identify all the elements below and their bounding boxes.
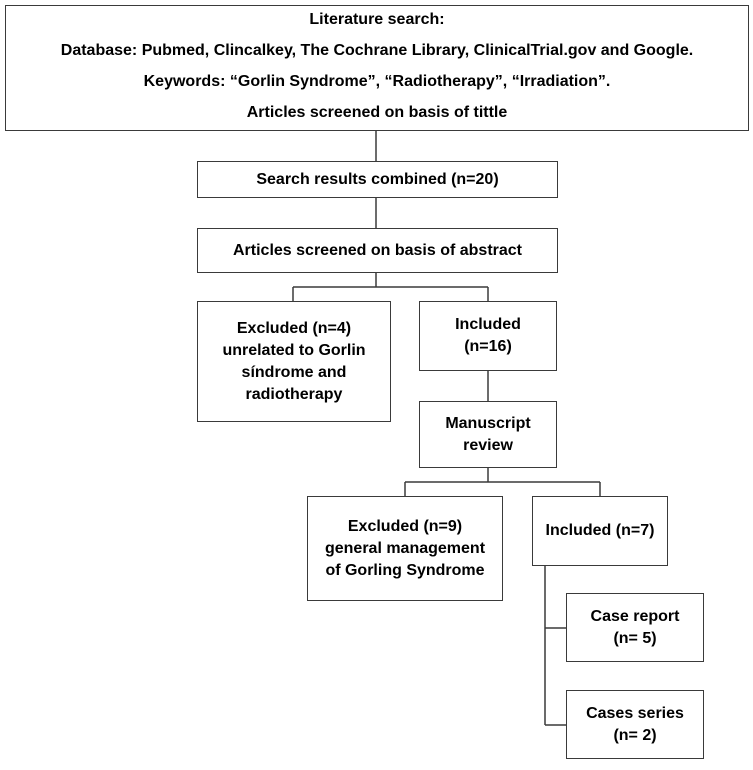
cases-series-count: (n= 2) [613,726,657,744]
case-report-box: Case report (n= 5) [566,593,704,662]
title-screening: Articles screened on basis of tittle [246,104,508,121]
case-report-count: (n= 5) [613,629,657,647]
search-results-combined-box: Search results combined (n=20) [197,161,558,198]
literature-search-box: Literature search: Database: Pubmed, Cli… [5,5,749,131]
manuscript-review-box: Manuscript review [419,401,557,468]
excluded-second-box: Excluded (n=9) general management of Gor… [307,496,503,601]
included-first-count: (n=16) [464,338,512,355]
manuscript-review-label-1: Manuscript [445,414,531,432]
included-first-box: Included (n=16) [419,301,557,371]
literature-search-title: Literature search: [309,11,445,28]
excluded-first-box: Excluded (n=4) unrelated to Gorlin síndr… [197,301,391,422]
included-second-box: Included (n=7) [532,496,668,566]
included-first-label: Included [455,316,521,333]
cases-series-box: Cases series (n= 2) [566,690,704,759]
database-list: Database: Pubmed, Clincalkey, The Cochra… [60,42,694,59]
excluded-first-reason-2: síndrome and [241,363,347,381]
excluded-second-reason-1: general management [324,539,486,557]
excluded-second-count: Excluded (n=9) [347,517,463,535]
included-second-label: Included (n=7) [545,522,655,539]
keywords-list: Keywords: “Gorlin Syndrome”, “Radiothera… [143,73,611,90]
search-results-combined-label: Search results combined (n=20) [256,170,499,188]
excluded-first-reason-1: unrelated to Gorlin [222,341,366,359]
excluded-second-reason-2: of Gorling Syndrome [325,561,485,579]
case-report-label: Case report [590,607,680,625]
excluded-first-count: Excluded (n=4) [236,319,352,337]
cases-series-label: Cases series [586,704,684,722]
excluded-first-reason-3: radiotherapy [245,385,343,403]
abstract-screening-label: Articles screened on basis of abstract [233,241,522,259]
manuscript-review-label-2: review [463,436,513,454]
abstract-screening-box: Articles screened on basis of abstract [197,228,558,273]
